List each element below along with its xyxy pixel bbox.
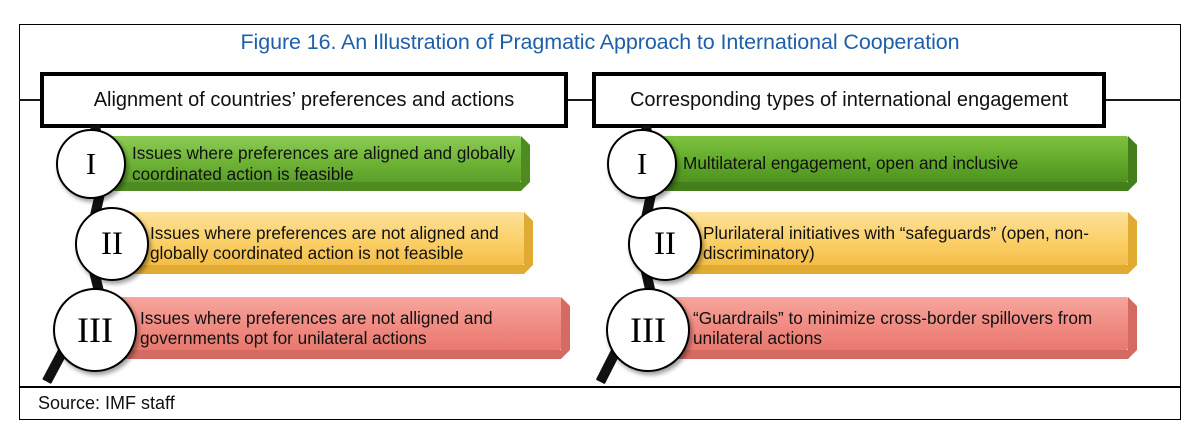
step-circle-right-3-numeral: III <box>630 310 666 350</box>
bar-left-row-2: Issues where preferences are not aligned… <box>128 212 533 274</box>
bar-face <box>671 297 1128 350</box>
bar-face <box>118 297 561 350</box>
step-circle-right-1-numeral: I <box>636 146 648 181</box>
bar-left-row-3-label: Issues where preferences are not alligne… <box>140 307 493 348</box>
footer-separator <box>19 386 1181 388</box>
bar-right-row-3: “Guardrails” to minimize cross-border sp… <box>671 297 1137 359</box>
step-circle-right-2: II <box>628 207 702 281</box>
bar-bottom-bevel <box>118 350 570 359</box>
bar-bottom-bevel <box>671 350 1137 359</box>
bar-right-row-1-label: Multilateral engagement, open and inclus… <box>683 153 1019 174</box>
step-circle-left-2: II <box>75 207 149 281</box>
bar-left-row-2-label: Issues where preferences are not aligned… <box>150 222 499 263</box>
header-box-right: Corresponding types of international eng… <box>592 72 1106 128</box>
bar-left-row-1: Issues where preferences are aligned and… <box>110 136 530 191</box>
step-circle-left-3-numeral: III <box>77 310 113 350</box>
bar-side-bevel <box>521 136 530 182</box>
bar-right-row-1: Multilateral engagement, open and inclus… <box>661 136 1137 191</box>
bar-bottom-bevel <box>681 265 1137 274</box>
bar-bottom-bevel <box>661 182 1137 191</box>
bar-face <box>661 136 1128 182</box>
bar-side-bevel <box>524 212 533 265</box>
bar-right-row-2: Plurilateral initiatives with “safeguard… <box>681 212 1137 274</box>
bar-side-bevel <box>1128 136 1137 182</box>
step-circle-right-1: I <box>607 129 677 199</box>
step-circle-right-3: III <box>606 288 690 372</box>
bar-face <box>681 212 1128 265</box>
bar-face <box>110 136 521 182</box>
bar-bottom-bevel <box>110 182 530 191</box>
source-note: Source: IMF staff <box>38 393 175 413</box>
step-circle-left-3: III <box>53 288 137 372</box>
bar-side-bevel <box>1128 297 1137 350</box>
bar-bottom-bevel <box>128 265 533 274</box>
bar-left-row-3: Issues where preferences are not alligne… <box>118 297 570 359</box>
step-circle-left-1-numeral: I <box>85 146 97 181</box>
step-circle-right-2-numeral: II <box>654 225 676 262</box>
bar-right-row-3-label: “Guardrails” to minimize cross-border sp… <box>693 307 1093 348</box>
bar-face <box>128 212 524 265</box>
bar-right-row-2-label: Plurilateral initiatives with “safeguard… <box>703 222 1089 263</box>
header-connector-left <box>19 99 44 101</box>
header-connector-right <box>1102 99 1181 101</box>
header-box-left: Alignment of countries’ preferences and … <box>40 72 568 128</box>
header-connector-middle <box>564 99 596 101</box>
bar-side-bevel <box>1128 212 1137 265</box>
bar-side-bevel <box>561 297 570 350</box>
step-circle-left-2-numeral: II <box>101 225 123 262</box>
bar-left-row-1-label: Issues where preferences are aligned and… <box>132 143 516 184</box>
figure-title: Figure 16. An Illustration of Pragmatic … <box>240 30 960 54</box>
step-circle-left-1: I <box>56 129 126 199</box>
